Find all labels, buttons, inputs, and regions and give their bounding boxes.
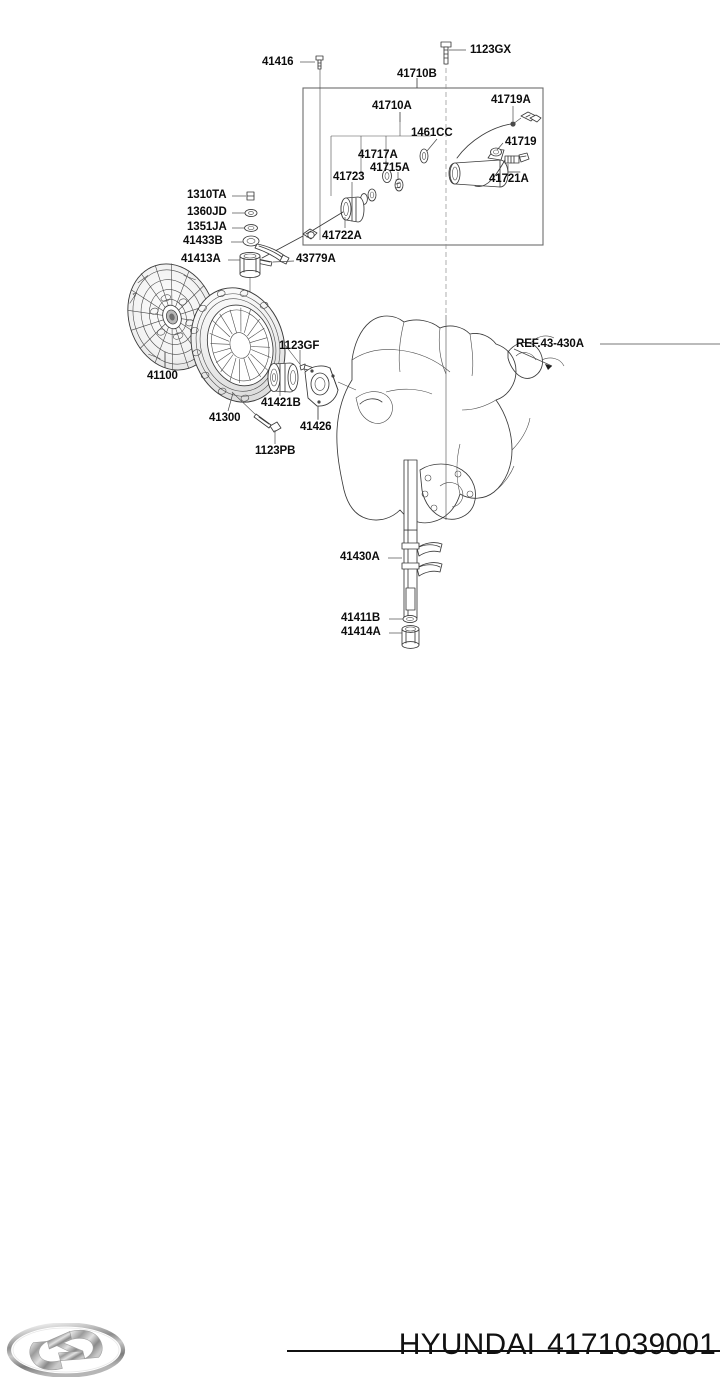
part-41722A-push-rod xyxy=(302,211,344,240)
label-41719A: 41719A xyxy=(491,94,531,106)
part-41719-bleeder-cap xyxy=(529,114,542,123)
label-41413A: 41413A xyxy=(181,253,221,265)
label-41721A: 41721A xyxy=(489,173,529,185)
label-41433B: 41433B xyxy=(183,235,223,247)
label-41300: 41300 xyxy=(209,412,241,424)
label-41426: 41426 xyxy=(300,421,332,433)
part-41411B-oil-seal xyxy=(402,614,418,624)
label-leader-lines xyxy=(164,49,720,634)
label-41710A: 41710A xyxy=(372,100,412,112)
detail-box-frame xyxy=(302,87,544,246)
part-41300-clutch-cover xyxy=(190,287,286,403)
part-41723-piston xyxy=(340,196,365,223)
part-1360JD-nut xyxy=(244,208,258,218)
label-1123GF: 1123GF xyxy=(279,340,320,352)
label-41414A: 41414A xyxy=(341,626,381,638)
part-41416-bolt xyxy=(315,55,324,70)
part-41721A-connector xyxy=(504,152,530,164)
part-1351JA-washer xyxy=(244,224,258,232)
part-41715A-spring xyxy=(394,178,404,192)
label-41715A: 41715A xyxy=(370,162,410,174)
exploded-diagram-artwork: .ln{fill:none;stroke:#3a3a3a;stroke-widt… xyxy=(127,41,720,649)
label-ref-43-430A: REF.43-430A xyxy=(516,338,584,350)
part-1123PB-bolt xyxy=(253,413,282,433)
hyundai-logo xyxy=(6,1323,126,1377)
label-41719: 41719 xyxy=(505,136,537,148)
label-41723: 41723 xyxy=(333,171,365,183)
label-1123GX: 1123GX xyxy=(470,44,511,56)
label-41710B: 41710B xyxy=(397,68,437,80)
part-1123GX-bolt xyxy=(440,41,452,65)
transmission-housing xyxy=(336,315,565,524)
part-number: 4171039001 xyxy=(547,1328,716,1361)
label-41717A: 41717A xyxy=(358,149,398,161)
footer-brand-and-part: HYUNDAI 4171039001 xyxy=(399,1328,716,1362)
part-41717A-cup xyxy=(382,169,392,183)
footer: HYUNDAI 4171039001 xyxy=(0,660,720,1377)
label-1123PB: 1123PB xyxy=(255,445,296,457)
label-43779A: 43779A xyxy=(296,253,336,265)
brand-name: HYUNDAI xyxy=(398,1328,536,1361)
label-41100: 41100 xyxy=(147,370,178,382)
label-1351JA: 1351JA xyxy=(187,221,227,233)
part-41413A-bush xyxy=(239,251,261,279)
part-1461CC-oring xyxy=(419,148,429,164)
label-41411B: 41411B xyxy=(341,612,381,624)
label-41421B: 41421B xyxy=(261,397,301,409)
label-41416: 41416 xyxy=(262,56,294,68)
part-41710A-release-cylinder xyxy=(448,147,521,188)
parts-diagram-sheet: .ln{fill:none;stroke:#3a3a3a;stroke-widt… xyxy=(0,41,720,1377)
label-41430A: 41430A xyxy=(340,551,380,563)
part-41433B-release-fork xyxy=(242,235,290,265)
label-1461CC: 1461CC xyxy=(411,127,453,139)
part-41421B-release-bearing xyxy=(267,362,299,393)
part-41414A-bush xyxy=(401,625,420,649)
part-41430A-release-fork-shaft xyxy=(401,529,443,619)
part-1310TA-bolt xyxy=(246,191,255,201)
label-1310TA: 1310TA xyxy=(187,189,227,201)
label-1360JD: 1360JD xyxy=(187,206,227,218)
label-41722A: 41722A xyxy=(322,230,362,242)
part-41426-bearing-retainer xyxy=(304,365,339,407)
